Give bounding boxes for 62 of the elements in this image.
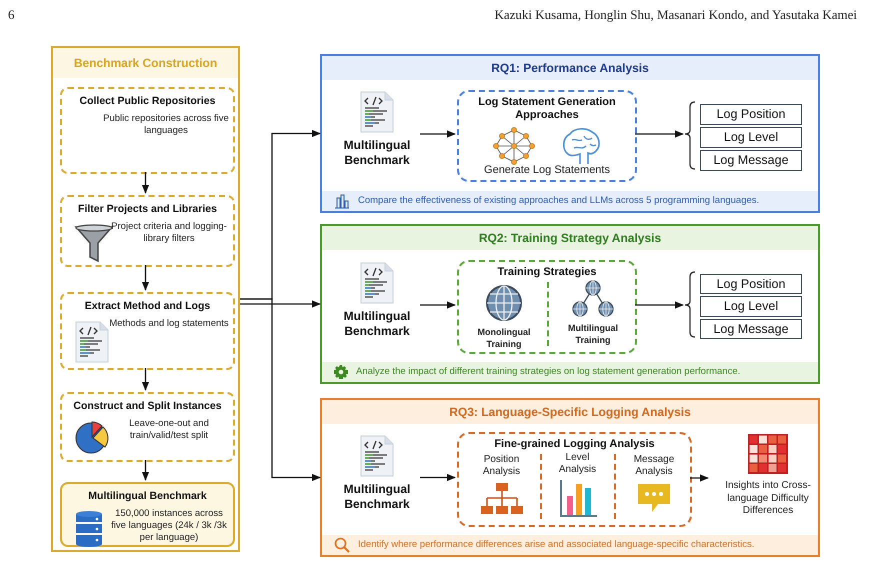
step-description: Public repositories across five languages: [102, 113, 230, 137]
panel: [320, 224, 820, 384]
dashed-group-box: [457, 260, 637, 354]
analysis-label: Level Analysis: [558, 452, 598, 476]
benchmark-label: Multilingual Benchmark: [342, 309, 412, 339]
step-heading: Extract Method and Logs: [84, 299, 212, 314]
output-box: Log Position: [700, 274, 802, 294]
arrow: [240, 300, 321, 308]
step-heading: Collect Public Repositories: [78, 94, 216, 109]
step-description: 150,000 instances across five languages (24k / 3k /3k per language): [110, 508, 228, 544]
group-heading: Fine-grained Logging Analysis: [493, 438, 656, 451]
arrow: [240, 298, 321, 482]
output-box: Log Message: [700, 319, 802, 339]
page-number: 6: [8, 6, 14, 24]
arrow: [142, 460, 150, 481]
analysis-label: Position Analysis: [482, 454, 522, 478]
step-heading: Construct and Split Instances: [72, 399, 223, 414]
step-heading: Filter Projects and Libraries: [77, 202, 218, 217]
strategy-label: Monolingual Training: [476, 326, 532, 350]
output-box: Log Level: [700, 296, 802, 317]
arrow: [142, 172, 150, 194]
output-box: Log Message: [700, 150, 802, 171]
analysis-label: Message Analysis: [632, 454, 676, 478]
step-description: Leave-one-out and train/valid/test split: [128, 418, 210, 442]
panel-title: Benchmark Construction: [53, 48, 238, 78]
arrow: [420, 130, 456, 138]
group-caption: Generate Log Statements: [483, 162, 611, 178]
result-box: [60, 482, 235, 547]
step-description: Methods and log statements: [108, 318, 230, 330]
arrow: [635, 130, 684, 138]
panel-summary: Analyze the impact of different training strategies on log statement generation performance.: [356, 364, 740, 379]
step-box: [60, 392, 235, 462]
panel-summary: Compare the effectiveness of existing approaches and LLMs across 5 programming languages.: [358, 194, 760, 208]
panel-title: RQ1: Performance Analysis: [322, 56, 818, 80]
step-heading: Multilingual Benchmark: [87, 489, 208, 504]
arrow: [142, 368, 150, 391]
arrow: [420, 474, 456, 482]
benchmark-label: Multilingual Benchmark: [342, 138, 412, 168]
step-box: [60, 195, 235, 267]
output-box: Log Level: [700, 127, 802, 148]
arrow: [690, 474, 709, 482]
group-heading: Log Statement Generation Approaches: [477, 96, 617, 122]
panel: [320, 398, 820, 557]
strategy-label: Multilingual Training: [567, 322, 619, 346]
arrow: [142, 265, 150, 291]
dashed-group-box: [457, 90, 637, 182]
step-box: [60, 87, 235, 174]
output-box: Log Position: [700, 104, 802, 125]
insight-text: Insights into Cross-language Difficulty Differences: [724, 480, 812, 518]
running-header: Kazuki Kusama, Honglin Shu, Masanari Kondo, and Yasutaka Kamei: [494, 6, 857, 24]
panel: [51, 46, 240, 552]
arrow: [635, 301, 684, 309]
arrow: [420, 301, 456, 309]
group-heading: Training Strategies: [496, 266, 598, 279]
dashed-group-box: [457, 432, 692, 527]
benchmark-label: Multilingual Benchmark: [342, 482, 412, 512]
step-box: [60, 292, 235, 370]
panel-title: RQ3: Language-Specific Logging Analysis: [322, 400, 818, 424]
panel-title: RQ2: Training Strategy Analysis: [322, 226, 818, 250]
panel: [320, 54, 820, 213]
panel-summary: Identify where performance differences arise and associated language-specific characteristics.: [358, 538, 754, 552]
step-description: Project criteria and logging-library filters: [110, 221, 228, 245]
